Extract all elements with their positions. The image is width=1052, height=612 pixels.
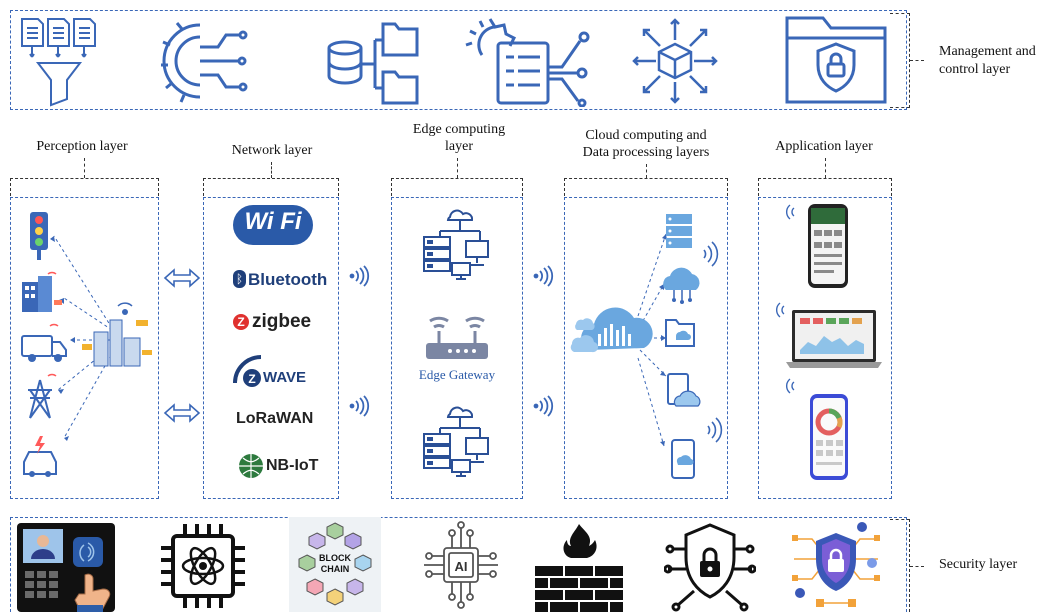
bluetooth-icon: ᛒ	[233, 270, 246, 288]
perception-devices	[21, 212, 152, 477]
perception-box	[10, 197, 159, 499]
blockchain-icon: BLOCK CHAIN	[289, 517, 381, 612]
edge-box	[391, 197, 523, 499]
application-layer-title: Application layer	[775, 139, 873, 154]
network-layer-title: Network layer	[231, 143, 313, 158]
management-leader	[910, 60, 924, 61]
bidirectional-arrow-bottom	[163, 403, 201, 423]
zigbee-text: zigbee	[252, 311, 312, 332]
cloud-box	[564, 197, 728, 499]
lorawan-text: LoRaWAN	[236, 410, 314, 427]
signal-wave-icon	[349, 395, 370, 417]
perception-leader	[84, 158, 85, 178]
svg-text:Z: Z	[248, 372, 255, 386]
wifi-logo	[233, 205, 313, 245]
data-filter-icon	[21, 18, 96, 107]
network-leader	[271, 162, 272, 178]
smart-building-icon	[22, 271, 62, 312]
edge-gateway-label: Edge Gateway	[418, 367, 496, 382]
blockchain-label-line1: BLOCK	[319, 553, 351, 563]
gear-document-icon	[465, 18, 590, 107]
nbiot-globe-icon	[239, 454, 263, 478]
edge-gateway-router-icon	[426, 316, 488, 359]
network-bracket	[203, 178, 339, 196]
security-leader	[910, 566, 924, 567]
bidirectional-arrow-top	[163, 268, 201, 288]
server-icon	[666, 214, 692, 248]
ai-chip-label: AI	[455, 559, 468, 574]
big-cloud-icon	[570, 307, 653, 353]
smart-city-hub-icon	[82, 302, 152, 367]
cloud-network-icon	[663, 267, 700, 304]
perception-bracket	[10, 178, 159, 196]
power-tower-icon	[28, 373, 57, 419]
security-layer-box	[10, 517, 907, 612]
cloud-leader	[646, 164, 647, 178]
delivery-truck-icon	[21, 323, 67, 362]
atom-chip-icon	[161, 524, 245, 608]
biometric-scanner-icon	[17, 523, 115, 612]
security-layer-bracket	[890, 519, 910, 612]
traffic-light-icon	[30, 212, 48, 260]
wifi-logo-text: Wi Fi	[244, 208, 302, 235]
application-bracket	[758, 178, 892, 196]
zwave-text: WAVE	[263, 369, 307, 386]
cloud-phone-icon	[671, 439, 695, 479]
signal-wave-icon	[533, 395, 554, 417]
electric-car-icon	[23, 436, 57, 477]
perception-layer-title: Perception layer	[36, 139, 128, 154]
bluetooth-text: Bluetooth	[248, 270, 328, 289]
edge-layer-title: Edge computing layer	[412, 122, 506, 154]
laptop-dashboard-icon	[786, 310, 882, 368]
database-folders-icon	[327, 22, 419, 105]
smartphone-app-icon	[808, 204, 848, 288]
management-layer-label: Management and control layer	[939, 44, 1036, 77]
firewall-icon	[535, 524, 623, 612]
shield-network-icon	[792, 522, 880, 607]
cloud-folder-icon	[665, 319, 695, 347]
edge-leader	[457, 158, 458, 178]
folder-lock-icon	[785, 16, 887, 104]
network-box	[203, 197, 339, 499]
application-devices	[776, 204, 882, 480]
shield-lock-icon	[664, 523, 756, 612]
security-layer-label: Security layer	[939, 557, 1018, 572]
edge-server-network-icon	[423, 209, 489, 280]
nbiot-text: NB-IoT	[266, 457, 319, 474]
zigbee-icon: Z	[233, 314, 249, 330]
edge-bracket	[391, 178, 523, 196]
cloud-processing-group	[570, 214, 723, 479]
gear-circuit-icon	[161, 22, 248, 103]
management-layer-box	[10, 10, 907, 110]
smartphone-chart-icon	[810, 394, 848, 480]
signal-wave-icon	[533, 265, 554, 287]
cloud-layer-title: Cloud computing and Data processing laye…	[582, 128, 710, 160]
blockchain-label-line2: CHAIN	[321, 564, 350, 574]
cube-expand-icon	[632, 18, 718, 104]
edge-server-network-icon	[423, 406, 489, 477]
application-leader	[825, 158, 826, 178]
cloud-bracket	[564, 178, 728, 196]
cloud-tablet-icon	[667, 373, 701, 407]
ai-chip-icon: AI	[424, 521, 498, 609]
application-box	[758, 197, 892, 499]
management-layer-bracket	[890, 13, 910, 108]
signal-wave-icon	[349, 265, 370, 287]
zwave-icon: Z	[233, 355, 262, 387]
